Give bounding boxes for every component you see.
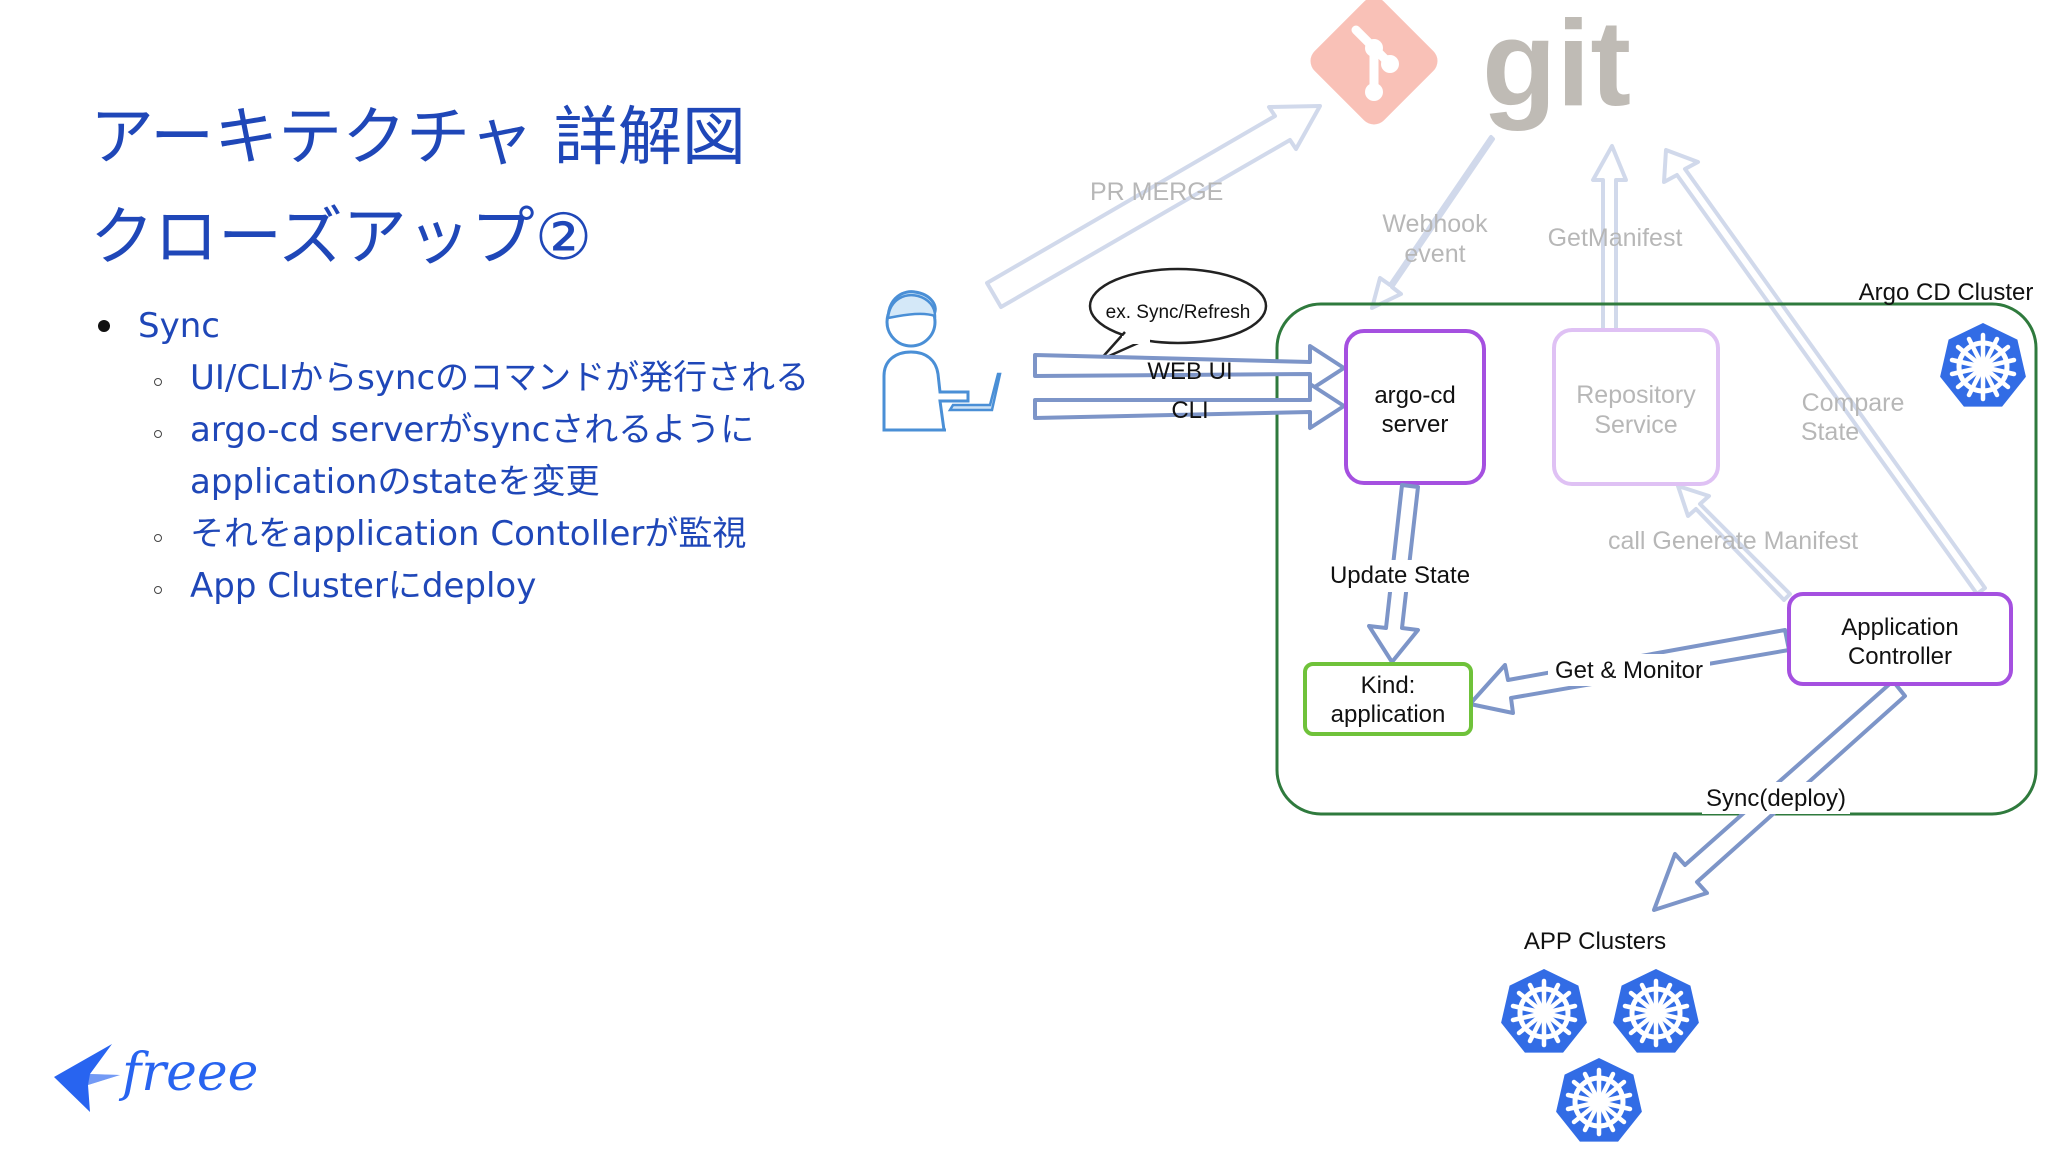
sub-bullet-2-text-a: argo-cd serverがsyncされるように — [190, 410, 755, 450]
speech-bubble: ex. Sync/Refresh — [1088, 267, 1268, 362]
bullet-sync-text: Sync — [138, 306, 220, 346]
sub-bullet-4-text: App Clusterにdeploy — [190, 566, 537, 606]
update-state-label: Update State — [1330, 562, 1470, 589]
webhook-label-2: event — [1404, 240, 1465, 268]
k8s-wheel-icon — [1556, 1058, 1642, 1142]
bullet-dot — [98, 320, 110, 332]
kind-application-box — [1303, 662, 1473, 736]
sub-bullet-marker — [154, 534, 162, 542]
repository-service-box — [1552, 328, 1720, 486]
cli-arrow — [1033, 382, 1346, 430]
sub-bullet-3: それをapplication Contollerが監視 — [150, 508, 746, 560]
get-manifest-label: GetManifest — [1548, 224, 1683, 252]
application-controller-box — [1787, 592, 2013, 686]
sub-bullet-2: argo-cd serverがsyncされるように applicationのst… — [150, 404, 754, 508]
k8s-wheel-icon — [1613, 969, 1699, 1053]
get-monitor-label: Get & Monitor — [1555, 657, 1703, 684]
git-logo-icon — [1310, 0, 1438, 125]
web-ui-label: WEB UI — [1147, 358, 1232, 385]
pr-merge-label: PR MERGE — [1090, 178, 1223, 206]
argo-cd-server-box — [1344, 329, 1486, 485]
sync-deploy-label-bg — [1702, 782, 1850, 814]
bullet-sync: Sync — [98, 300, 220, 352]
argo-cd-cluster-frame — [1275, 302, 2038, 816]
get-manifest-arrow — [1591, 144, 1628, 332]
sub-bullet-3-text: それをapplication Contollerが監視 — [190, 514, 747, 554]
pr-merge-arrow — [985, 104, 1322, 309]
git-section: git PR MERGE Webhook event GetManifest C… — [985, 0, 1987, 602]
sync-deploy-label: Sync(deploy) — [1706, 785, 1846, 812]
freee-logo: freee — [54, 1043, 258, 1112]
argo-cd-server-label-2: server — [1382, 411, 1449, 438]
compare-state-label-1: Compare — [1802, 389, 1905, 417]
application-controller-label-1: Application — [1841, 614, 1958, 641]
slide-title: アーキテクチャ 詳解図 クローズアップ② — [90, 88, 746, 288]
argo-cd-cluster-label: Argo CD Cluster — [1859, 279, 2034, 306]
update-state-label-bg — [1326, 560, 1476, 592]
speech-bubble-text: ex. Sync/Refresh — [1106, 302, 1251, 323]
repository-service-label-2: Service — [1594, 411, 1677, 439]
get-monitor-label-bg — [1548, 654, 1710, 686]
title-line-2: クローズアップ② — [90, 201, 593, 275]
cli-label: CLI — [1171, 397, 1208, 424]
web-ui-arrow — [1033, 344, 1346, 392]
freee-bird-icon — [54, 1044, 120, 1112]
kind-application-label-1: Kind: — [1361, 672, 1416, 699]
argo-cd-server-label-1: argo-cd — [1374, 382, 1455, 409]
repository-service-label-1: Repository — [1576, 381, 1696, 409]
app-clusters-label: APP Clusters — [1524, 928, 1666, 955]
freee-logo-text: freee — [118, 1043, 258, 1103]
call-generate-manifest-arrow — [1676, 484, 1792, 602]
sub-bullet-4: App Clusterにdeploy — [150, 560, 536, 612]
sub-bullet-marker — [154, 378, 162, 386]
compare-state-arrow — [1662, 148, 1987, 596]
webhook-label-1: Webhook — [1382, 210, 1488, 238]
sub-bullet-1: UI/CLIからsyncのコマンドが発行される — [150, 352, 809, 404]
kind-application-label-2: application — [1331, 701, 1446, 728]
title-line-1: アーキテクチャ 詳解図 — [90, 101, 746, 175]
sub-bullet-1-text: UI/CLIからsyncのコマンドが発行される — [190, 358, 810, 398]
sub-bullet-marker — [154, 430, 162, 438]
webhook-arrow — [1370, 135, 1495, 310]
sub-bullet-marker — [154, 586, 162, 594]
application-controller-label-2: Controller — [1848, 643, 1952, 670]
call-generate-manifest-label: call Generate Manifest — [1608, 527, 1858, 555]
k8s-wheel-icon — [1501, 969, 1587, 1053]
compare-state-label-2: State — [1801, 418, 1859, 446]
user-at-laptop-icon — [882, 290, 1002, 432]
git-wordmark: git — [1482, 0, 1631, 131]
k8s-wheel-icon — [1940, 323, 2026, 407]
architecture-diagram: git PR MERGE Webhook event GetManifest C… — [882, 0, 2038, 1152]
sub-bullet-2-text-b: applicationのstateを変更 — [190, 462, 600, 502]
